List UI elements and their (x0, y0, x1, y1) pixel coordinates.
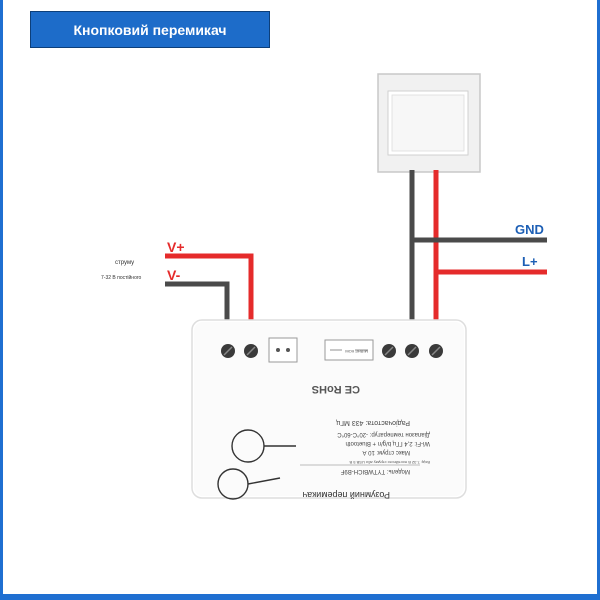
frame-right-edge (597, 0, 600, 600)
label-gnd: GND (515, 222, 544, 237)
switch-terminal-label-box (324, 339, 374, 361)
module-switch-label: МІЯНЕ КОМ (345, 349, 368, 354)
wall-switch (377, 73, 481, 173)
module-certs: CE RoHS (312, 383, 360, 395)
module-max-current: Макс струм: 10 А (362, 449, 410, 455)
diagram-title: Кнопковий перемикач (30, 11, 270, 48)
module-name: Розумний перемикач (302, 490, 390, 500)
port-connector (268, 337, 298, 363)
switch-wires (409, 170, 547, 348)
label-lplus: L+ (522, 254, 538, 269)
label-vminus: V- (167, 267, 181, 283)
module-temp-range: Діапазон температур: -20°C-60°C (337, 431, 430, 437)
frame-bottom-edge (0, 594, 600, 600)
terminal-block-left (221, 344, 258, 358)
label-supply-line1: струму (115, 260, 134, 266)
module-model: Модель: TYTWBICH-B9F (340, 468, 410, 474)
label-supply-line2: 7-32 В постійного (101, 274, 142, 281)
smart-switch-module (191, 319, 467, 500)
module-wifi: Wi-Fi: 2,4 ГГц b/g/n + Bluetooth (346, 440, 430, 446)
module-radio-freq: Радіочастота: 433 МГц (336, 419, 410, 427)
antenna-loop-icon (217, 429, 296, 500)
module-printed-text: Розумний перемикач Модель: TYTWBICH-B9F … (302, 349, 430, 500)
terminal-block-right (382, 344, 443, 358)
label-vplus: V+ (167, 239, 185, 255)
frame-left-edge (0, 0, 3, 600)
module-input: Вхід: 7-32 В постійного струму або USB 5… (349, 460, 430, 465)
